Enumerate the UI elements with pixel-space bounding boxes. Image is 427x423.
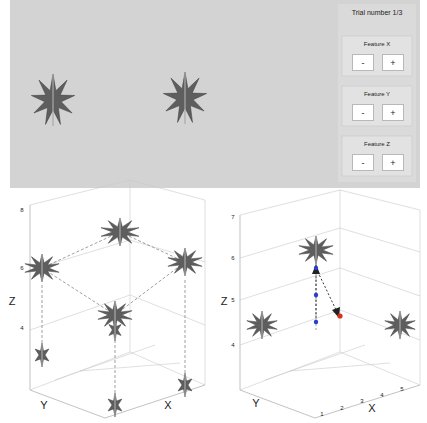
button-label: - — [362, 58, 365, 68]
button-label: + — [390, 58, 395, 68]
shape-marker — [299, 236, 333, 264]
trajectory — [312, 264, 343, 324]
tick-label: 6 — [231, 255, 234, 261]
button-label: + — [390, 108, 395, 118]
panel-title: Trial number 1/3 — [352, 9, 403, 16]
control-group — [342, 36, 412, 76]
shape-marker — [25, 254, 59, 282]
tick-label: 5 — [400, 386, 403, 392]
tick-label: 7 — [231, 214, 234, 220]
axis-label: Y — [252, 398, 259, 409]
tick-label: 1 — [320, 411, 323, 417]
shape-marker — [178, 373, 192, 397]
tick-label: 4 — [231, 342, 234, 348]
button-label: + — [390, 158, 395, 168]
axis-label: X — [164, 400, 171, 411]
control-panel — [338, 4, 416, 182]
control-group — [342, 136, 412, 176]
shape-marker — [101, 218, 139, 246]
shape-marker — [247, 311, 277, 339]
tick-label: 4 — [380, 392, 383, 398]
tick-label: 4 — [20, 325, 23, 331]
control-button: + — [382, 54, 404, 71]
control-label: Feature Y — [364, 91, 390, 97]
control-label: Feature X — [364, 41, 390, 47]
tick-label: 3 — [360, 398, 363, 404]
shape-marker — [109, 319, 121, 341]
control-group — [342, 86, 412, 126]
control-button: + — [382, 104, 404, 121]
control-label: Feature Z — [364, 141, 390, 147]
button-label: - — [362, 108, 365, 118]
stimulus-shape — [163, 72, 206, 124]
control-button: + — [382, 154, 404, 171]
tick-label: 2 — [340, 405, 343, 411]
axis-label: Z — [221, 296, 228, 307]
tick-label: 8 — [20, 207, 23, 213]
axis-label: Z — [9, 296, 16, 307]
control-button: - — [352, 54, 374, 71]
tick-label: 6 — [20, 265, 23, 271]
shape-marker — [385, 311, 415, 339]
axis-label: Y — [40, 400, 47, 411]
shape-marker — [168, 248, 202, 276]
control-button: - — [352, 104, 374, 121]
tick-label: 5 — [231, 297, 234, 303]
button-label: - — [362, 158, 365, 168]
axis-label: X — [368, 403, 375, 414]
shape-marker — [35, 343, 49, 367]
control-button: - — [352, 154, 374, 171]
shape-marker — [108, 393, 122, 417]
stimulus-panel — [10, 0, 420, 188]
cube-edges — [42, 232, 316, 395]
stimulus-shape — [31, 74, 74, 126]
plot-grids — [30, 180, 420, 418]
